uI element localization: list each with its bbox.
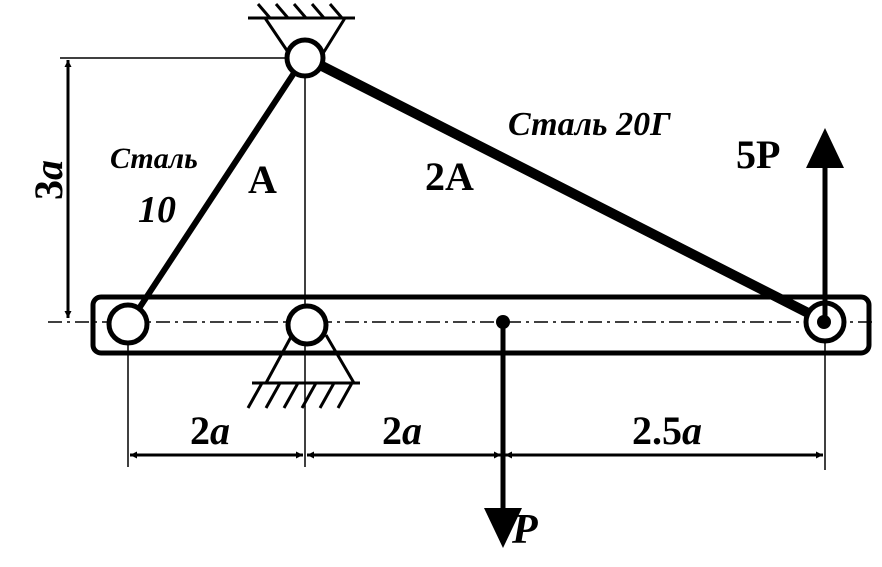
left-rod-grade-label: 10	[138, 189, 176, 231]
top-support	[248, 3, 355, 56]
force-down-label: P	[511, 507, 538, 553]
right-rod-area-label: 2A	[425, 154, 474, 199]
height-dimension-label: 3a	[26, 160, 71, 200]
right-rod	[315, 59, 821, 323]
dimension-label-1: 2a	[190, 408, 230, 453]
left-rod	[135, 68, 299, 312]
rigid-beam	[90, 294, 872, 356]
left-rod-area-label: A	[248, 157, 277, 202]
dimension-label-3: 2.5a	[632, 408, 702, 453]
right-rod-material-label: Сталь 20Г	[508, 106, 671, 143]
dimension-lines	[64, 60, 823, 459]
hinges	[106, 37, 847, 347]
dimension-label-2: 2a	[382, 408, 422, 453]
force-arrows	[484, 128, 844, 548]
force-up-label: 5P	[736, 132, 780, 177]
left-rod-material-label: Сталь	[110, 142, 198, 175]
